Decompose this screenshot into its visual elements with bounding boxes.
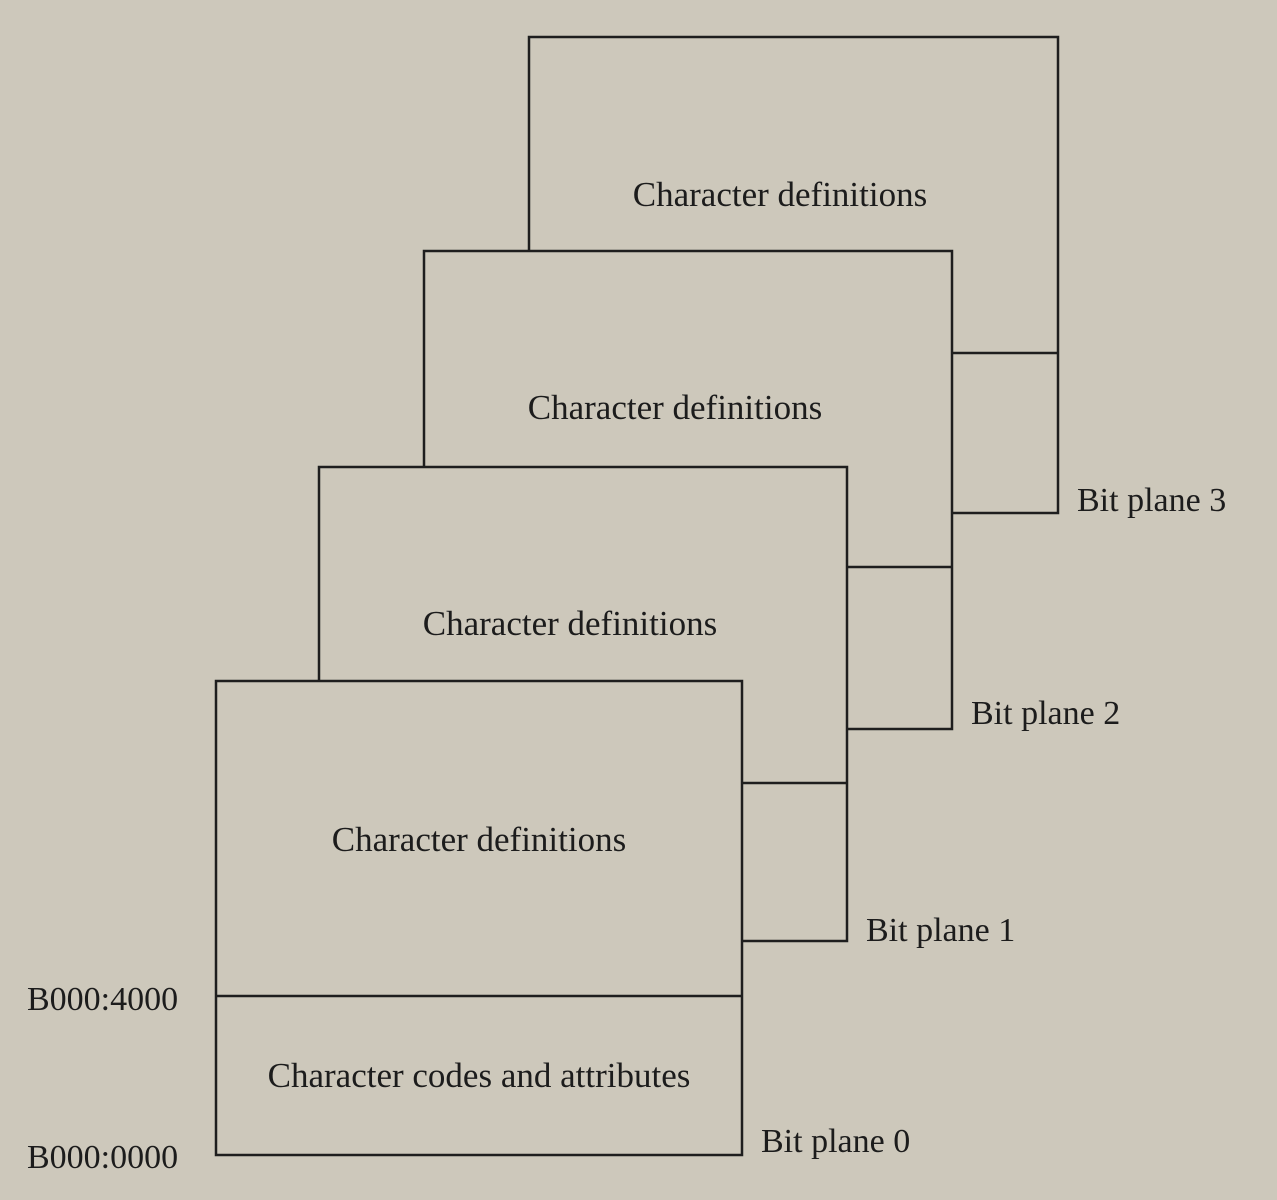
plane-2-region-label: Character definitions	[528, 388, 822, 427]
address-top-label: B000:4000	[27, 981, 178, 1018]
address-bottom-label: B000:0000	[27, 1139, 178, 1176]
plane-0-lower-region-label: Character codes and attributes	[268, 1056, 691, 1095]
plane-2-label: Bit plane 2	[971, 695, 1120, 732]
plane-3-region-label: Character definitions	[633, 175, 927, 214]
plane-0-label: Bit plane 0	[761, 1123, 910, 1160]
plane-1-region-label: Character definitions	[423, 604, 717, 643]
bit-plane-0: Character definitions Character codes an…	[214, 679, 910, 1160]
plane-1-label: Bit plane 1	[866, 912, 1015, 949]
plane-3-label: Bit plane 3	[1077, 482, 1226, 519]
plane-0-box	[214, 679, 744, 1157]
plane-0-region-label: Character definitions	[332, 820, 626, 859]
